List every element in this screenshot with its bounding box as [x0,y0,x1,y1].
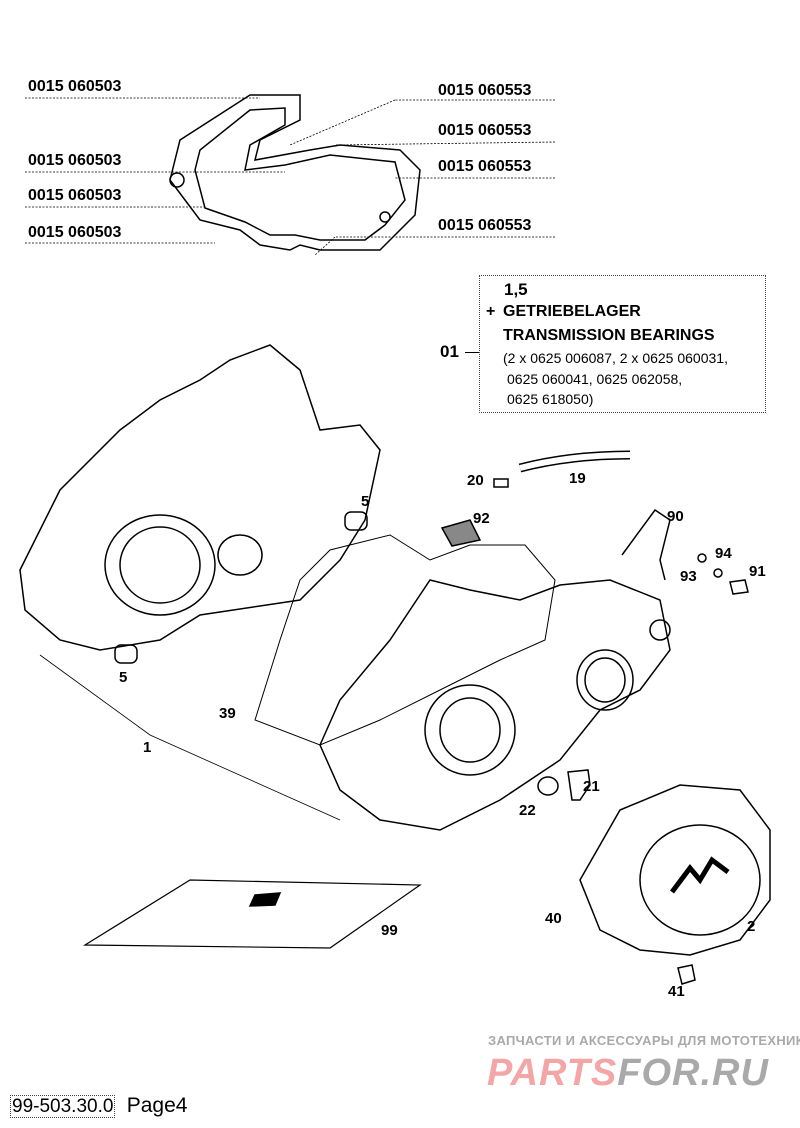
kit-title-de: GETRIEBELAGER [503,303,641,320]
part-label-2: 2 [747,918,756,935]
watermark-logo: PARTSFOR.RU [487,1054,769,1092]
part-label-99: 99 [381,922,398,939]
bushing-5-lower [114,644,138,664]
drain-plug-21 [567,769,591,801]
kit-title-en: TRANSMISSION BEARINGS [503,327,715,344]
part-label-19: 19 [569,470,586,487]
gasket-part-number: 0015 060553 [438,122,532,139]
part-label-93: 93 [680,568,697,585]
page-number: Page4 [126,1094,188,1117]
part-label-91: 91 [749,563,766,580]
washer-94 [697,553,707,563]
part-label-39: 39 [219,705,236,722]
gasket-part-number: 0015 060553 [438,82,532,99]
part-label-1: 1 [143,739,152,756]
kit-plus: + [486,303,496,320]
gasket-part-number: 0015 060553 [438,158,532,175]
part-label-40: 40 [545,910,562,927]
kit-ref: 01 [440,342,459,361]
screw-91 [729,579,749,595]
case-gasket-39 [254,534,556,746]
screw-41 [677,964,696,985]
kit-parts-line: 0625 618050) [507,391,594,407]
watermark-brand-a: PARTS [487,1052,618,1094]
watermark-brand-b: FOR.RU [617,1052,769,1094]
gasket-part-number: 0015 060503 [28,224,122,241]
diagram-code: 99-503.30.0 [10,1095,116,1118]
kit-items: 1,5 [504,280,528,299]
part-label-94: 94 [715,545,732,562]
clutch-cover-2 [579,784,771,956]
part-label-5: 5 [119,669,128,686]
part-label-22: 22 [519,802,536,819]
nipple-20 [493,478,509,488]
crankcase-left-half [19,344,381,651]
leader-1 [39,654,341,821]
part-label-21: 21 [583,778,600,795]
sticker-92 [440,519,482,547]
part-label-90: 90 [667,508,684,525]
part-label-41: 41 [668,983,685,1000]
gasket-part-number: 0015 060553 [438,217,532,234]
part-label-20: 20 [467,472,484,489]
gasket-part-number: 0015 060503 [28,152,122,169]
washer-93 [713,568,723,578]
kit-parts-line: (2 x 0625 006087, 2 x 0625 060031, [503,350,728,366]
footer: 99-503.30.0 Page4 [10,1094,187,1118]
gasket-part-number: 0015 060503 [28,78,122,95]
kit-box: 1,5 + GETRIEBELAGER TRANSMISSION BEARING… [479,275,766,413]
seal-22 [537,776,559,796]
crankcase-gasket [169,94,421,251]
leader-lines [25,97,556,256]
ktm-logo-icon [670,856,730,894]
manual-99 [82,879,422,949]
clip-90 [621,508,671,581]
gasket-part-number: 0015 060503 [28,187,122,204]
part-label-92: 92 [473,510,490,527]
kit-parts-line: 0625 060041, 0625 062058, [507,371,683,387]
crankcase-right-half [319,579,671,831]
watermark-tagline: ЗАПЧАСТИ И АКСЕССУАРЫ ДЛЯ МОТОТЕХНИКИ [488,1033,800,1048]
bushing-5-upper [344,511,368,531]
part-label-5: 5 [361,493,370,510]
kit-ref-leader [465,352,479,353]
